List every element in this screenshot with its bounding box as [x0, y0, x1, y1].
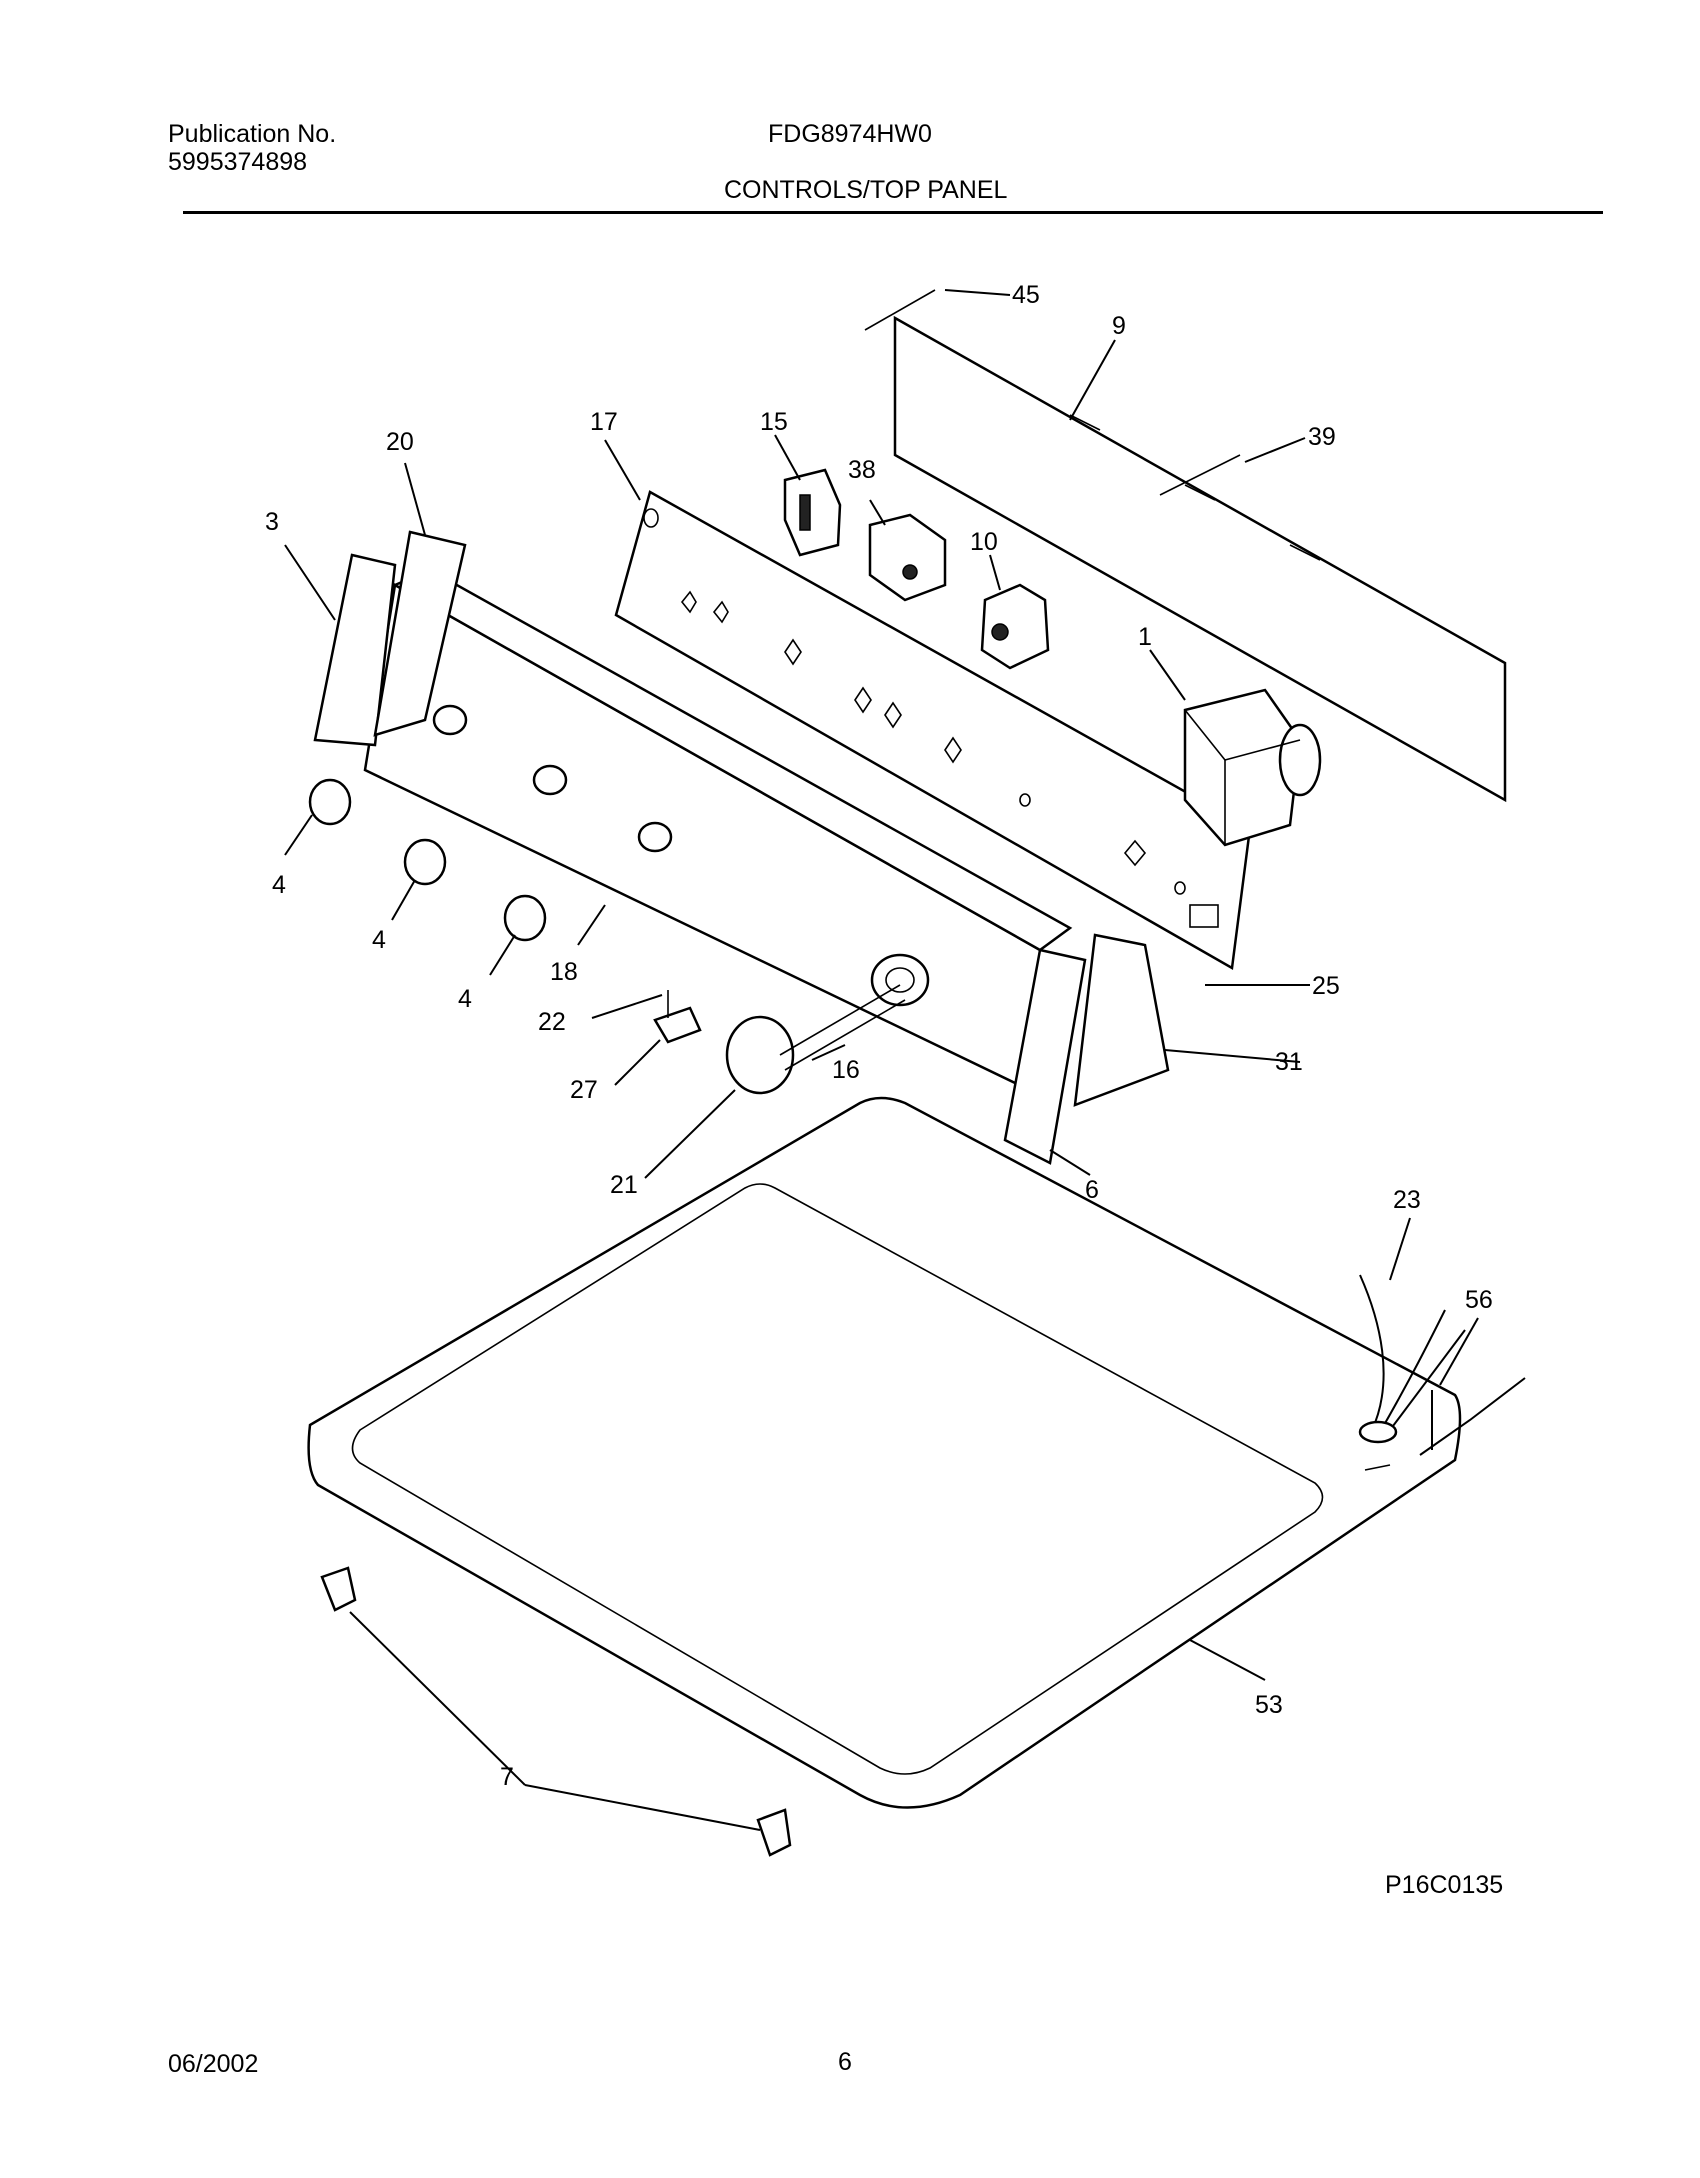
- push-switch-part: [980, 583, 1050, 670]
- top-panel-part: [307, 1096, 1462, 1809]
- callout-38: 38: [848, 456, 876, 484]
- callout-45: 45: [1012, 281, 1040, 309]
- callout-7: 7: [500, 1763, 514, 1791]
- footer-date: 06/2002: [168, 2050, 259, 2078]
- rear-panel-part: [864, 289, 1507, 803]
- wire-harness-part: [1358, 1274, 1466, 1444]
- callout-27: 27: [570, 1076, 598, 1104]
- switch-part: [783, 468, 842, 557]
- callout-20: 20: [386, 428, 414, 456]
- timer-knob-part: [725, 984, 906, 1095]
- callout-39: 39: [1308, 423, 1336, 451]
- ground-wire-part: [1419, 1377, 1526, 1456]
- header-rule: [183, 211, 1603, 214]
- callout-56: 56: [1465, 1286, 1493, 1314]
- right-end-cap-part: [1003, 933, 1170, 1165]
- callout-3: 3: [265, 508, 279, 536]
- callout-4a: 4: [272, 871, 286, 899]
- model-number: FDG8974HW0: [768, 120, 932, 148]
- callout-53: 53: [1255, 1691, 1283, 1719]
- callout-16: 16: [832, 1056, 860, 1084]
- bracket-screw-part: [653, 990, 702, 1044]
- page-number: 6: [838, 2048, 852, 2076]
- hinge-clip-part: [320, 1566, 792, 1857]
- callout-23: 23: [1393, 1186, 1421, 1214]
- callout-labels: 45 9 39 17 15 38 20 3 10 1 4 4 4 18 22 1…: [265, 281, 1493, 1791]
- knob-part: [308, 778, 547, 942]
- callout-31: 31: [1275, 1048, 1303, 1076]
- callout-15: 15: [760, 408, 788, 436]
- figure-id: P16C0135: [1385, 1871, 1503, 1899]
- left-end-cap-part: [313, 530, 467, 747]
- callout-9: 9: [1112, 312, 1126, 340]
- callout-6: 6: [1085, 1176, 1099, 1204]
- callout-10: 10: [970, 528, 998, 556]
- callout-25: 25: [1312, 972, 1340, 1000]
- callout-4b: 4: [372, 926, 386, 954]
- callout-21: 21: [610, 1171, 638, 1199]
- callout-17: 17: [590, 408, 618, 436]
- timer-part: [1183, 688, 1322, 847]
- callout-22: 22: [538, 1008, 566, 1036]
- selector-switch-part: [868, 513, 947, 602]
- publication-label: Publication No.: [168, 120, 337, 148]
- callout-18: 18: [550, 958, 578, 986]
- leader-lines: [284, 289, 1479, 1831]
- control-bracket-part: [614, 490, 1252, 971]
- section-title: CONTROLS/TOP PANEL: [724, 176, 1008, 204]
- publication-number: 5995374898: [168, 148, 308, 176]
- callout-4c: 4: [458, 985, 472, 1013]
- callout-1: 1: [1138, 623, 1152, 651]
